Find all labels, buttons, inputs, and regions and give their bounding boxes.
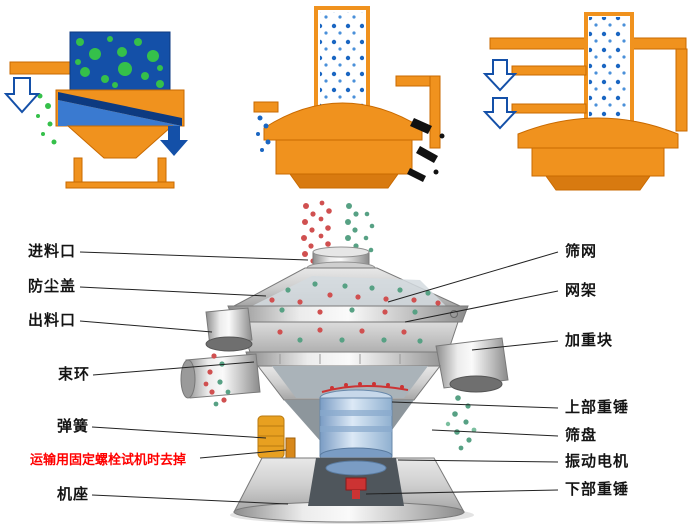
lower-weight-stem (352, 490, 360, 499)
machine-base-part (233, 457, 465, 523)
dome-lid (263, 102, 423, 141)
ejected-flakes (407, 118, 445, 182)
label-clamp-ring: 束环 (58, 366, 91, 383)
label-screen-mesh: 筛网 (565, 243, 598, 260)
screen-mesh-part (321, 382, 409, 393)
falling-green-dots (36, 93, 57, 145)
lower-weight-part (345, 477, 367, 491)
deck-pipe-lower (511, 103, 587, 114)
upper-rim-band (227, 305, 469, 323)
transport-fixing-bolt (285, 437, 296, 461)
vibration-motor-part (319, 389, 393, 465)
right-pipe (675, 48, 688, 132)
motor-bottom (325, 460, 387, 476)
label-weight-block: 加重块 (565, 332, 614, 349)
left-support-arm (180, 353, 261, 399)
clamp-ring-part (245, 351, 453, 367)
label-upper-weight: 上部重锤 (565, 399, 630, 416)
liquid-out-arrow-icon (160, 126, 188, 156)
stand-base (65, 181, 175, 189)
label-dust-cover: 防尘盖 (28, 278, 77, 295)
down-arrow-icon (482, 59, 518, 92)
dome-interior (252, 276, 446, 306)
lower-body-interior (272, 366, 428, 398)
machine-base (289, 173, 399, 189)
left-spill-pipe (253, 101, 279, 113)
stand-leg (73, 157, 83, 183)
label-feed-inlet: 进料口 (28, 243, 77, 260)
label-sieve-tray: 筛盘 (565, 427, 598, 444)
deck-pipe-upper (511, 65, 587, 76)
machine-base (545, 175, 651, 191)
mid-deck-band (239, 321, 459, 353)
schematic-single-deck (253, 6, 445, 189)
spill-blue-dots (256, 115, 271, 152)
inlet-pipe (9, 61, 71, 75)
schematic-overflow-separation (3, 31, 188, 189)
right-discharge-spout (435, 337, 509, 393)
label-mesh-frame: 网架 (565, 282, 598, 299)
callout-lines (79, 251, 559, 505)
blue-dust-dots (320, 12, 364, 114)
label-machine-base: 机座 (57, 486, 90, 503)
side-pipe-down (429, 75, 441, 149)
label-lower-weight: 下部重锤 (565, 481, 630, 498)
schematic-multi-deck (482, 12, 688, 191)
label-transport-bolt-note: 运输用固定螺栓试机时去掉 (30, 452, 187, 467)
right-spout-falling-dots (445, 395, 477, 451)
down-arrow-icon (3, 77, 41, 114)
label-vibration-motor: 振动电机 (565, 453, 630, 470)
green-particle-dots (75, 36, 164, 88)
label-spring: 弹簧 (57, 418, 90, 435)
left-spout-falling-dots (203, 353, 231, 407)
machine-body (275, 139, 413, 175)
interior-material-dots (269, 281, 441, 344)
hopper-funnel (66, 125, 174, 159)
machine-body (531, 147, 665, 177)
label-discharge-outlet: 出料口 (28, 312, 77, 329)
blue-dust-dots (589, 17, 629, 131)
down-arrow-icon (482, 97, 518, 130)
left-discharge-spout (205, 307, 253, 352)
liquid-wedge (58, 100, 182, 126)
dome-lid (517, 117, 679, 149)
machine-cutaway (180, 200, 509, 524)
inclined-screen (58, 92, 182, 126)
stand-leg (157, 157, 167, 183)
